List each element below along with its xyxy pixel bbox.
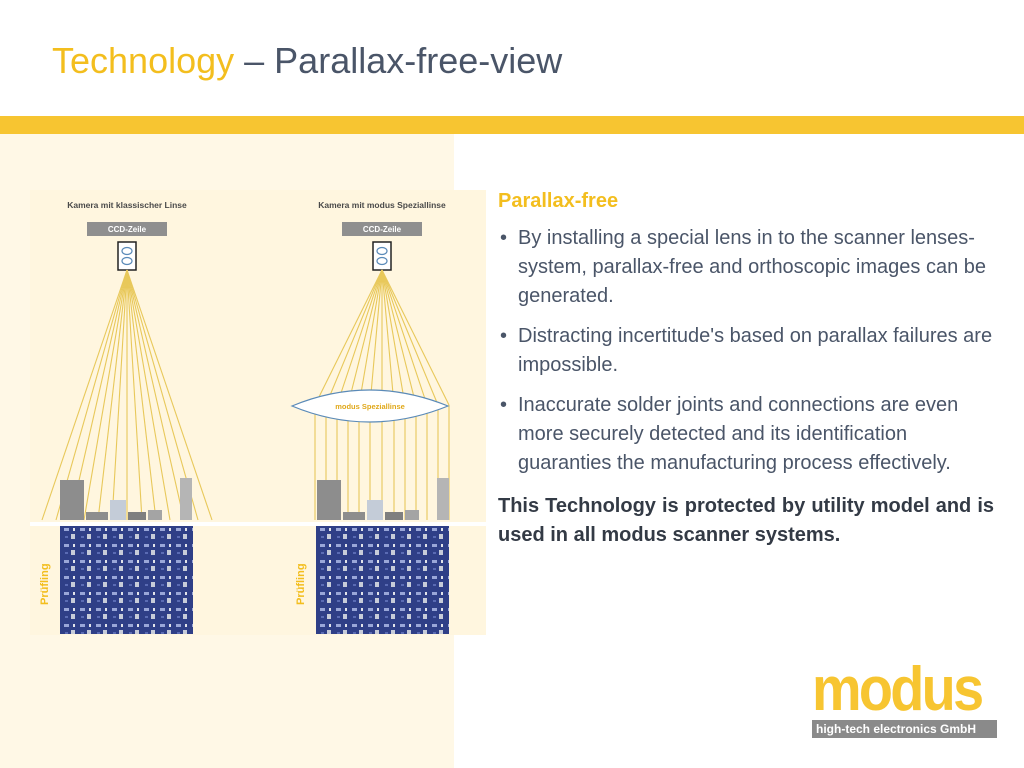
bullet-list: • By installing a special lens in to the … bbox=[498, 224, 994, 478]
bullet-icon: • bbox=[500, 394, 508, 416]
parallax-diagram: Kamera mit klassischer Linse CCD-Zeile P… bbox=[30, 200, 486, 634]
list-item: • By installing a special lens in to the … bbox=[498, 224, 994, 311]
divider-line bbox=[30, 522, 486, 526]
component-blocks bbox=[317, 478, 449, 520]
accent-bar bbox=[0, 116, 1024, 134]
content-column: Parallax-free • By installing a special l… bbox=[498, 190, 994, 570]
lens-label: modus Speziallinse bbox=[335, 402, 405, 411]
bullet-text: Distracting incertitude's based on paral… bbox=[518, 325, 993, 376]
light-rays bbox=[314, 269, 450, 520]
camera-icon bbox=[117, 241, 137, 271]
bullet-icon: • bbox=[500, 227, 508, 249]
special-lens-diagram: Kamera mit modus Speziallinse CCD-Zeile … bbox=[290, 200, 450, 634]
section-heading: Parallax-free bbox=[498, 190, 619, 212]
bullet-text: By installing a special lens in to the s… bbox=[518, 227, 987, 307]
title-rest: – Parallax-free-view bbox=[234, 40, 563, 81]
camera-icon bbox=[372, 241, 392, 271]
title-accent: Technology bbox=[52, 40, 235, 81]
bullet-text: Inaccurate solder joints and connections… bbox=[518, 394, 959, 474]
ccd-label: CCD-Zeile bbox=[108, 225, 147, 234]
ccd-label: CCD-Zeile bbox=[363, 225, 402, 234]
classic-camera-title: Kamera mit klassischer Linse bbox=[67, 200, 187, 210]
protection-note: This Technology is protected by utility … bbox=[498, 495, 994, 546]
bullet-icon: • bbox=[500, 325, 508, 347]
component-blocks bbox=[60, 478, 192, 520]
pcb-image bbox=[316, 526, 449, 634]
ccd-label-box bbox=[342, 222, 422, 236]
special-lens bbox=[290, 389, 450, 423]
list-item: • Inaccurate solder joints and connection… bbox=[498, 391, 994, 478]
modus-logo: modus high-tech electronics GmbH bbox=[812, 655, 997, 738]
ccd-label-box bbox=[87, 222, 167, 236]
logo-tagline: high-tech electronics GmbH bbox=[812, 720, 997, 738]
classic-lens-diagram: Kamera mit klassischer Linse CCD-Zeile P… bbox=[30, 200, 486, 634]
pruefling-label: Prüfling bbox=[39, 563, 51, 605]
logo-wordmark: modus bbox=[812, 655, 984, 724]
pruefling-label: Prüfling bbox=[295, 563, 307, 605]
light-rays bbox=[41, 269, 213, 521]
list-item: • Distracting incertitude's based on para… bbox=[498, 322, 994, 380]
pcb-image bbox=[60, 526, 193, 634]
page-title: Technology – Parallax-free-view bbox=[52, 40, 562, 82]
modus-camera-title: Kamera mit modus Speziallinse bbox=[318, 200, 446, 210]
